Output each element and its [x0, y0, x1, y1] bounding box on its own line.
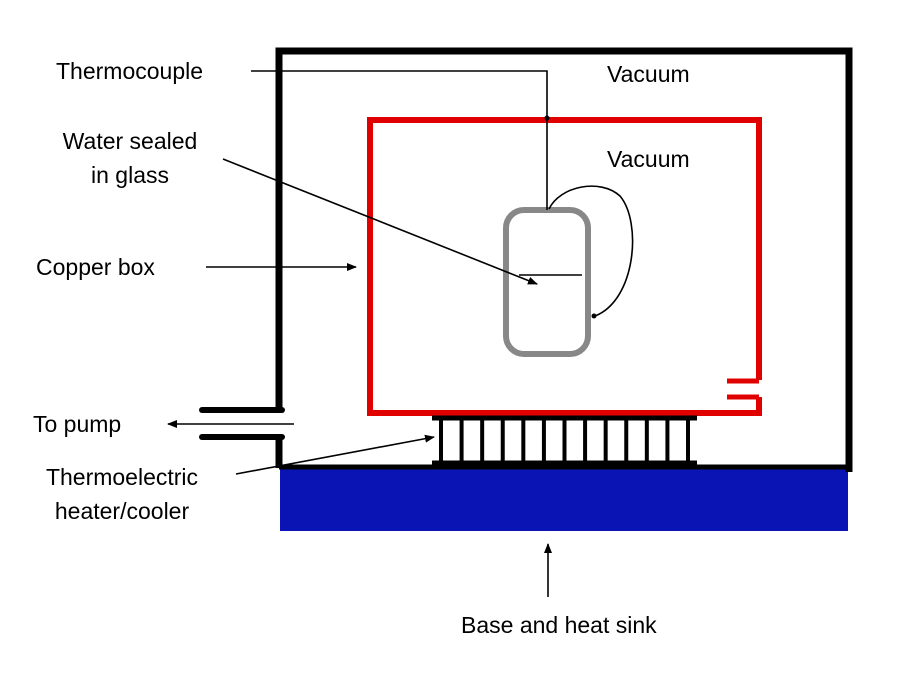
thermocouple-wire: [251, 70, 548, 210]
thermocouple-loop: [548, 185, 634, 317]
copper-box-label: Copper box: [36, 254, 155, 280]
thermoelectric-element: [432, 415, 697, 466]
water-sealed-arrow: [222, 158, 538, 285]
thermocouple-label: Thermocouple: [56, 58, 204, 84]
water-sealed-label: Water sealed in glass: [40, 124, 220, 192]
glass-vial: [503, 207, 591, 357]
thermocouple-junction: [544, 115, 550, 121]
base-heat-sink-label: Base and heat sink: [461, 612, 657, 638]
water-sealed-label-line1: Water sealed: [62, 128, 198, 154]
vacuum-outer-label: Vacuum: [607, 61, 690, 87]
thermoelectric-label-line2: heater/cooler: [54, 498, 190, 524]
to-pump-label: To pump: [33, 411, 122, 437]
thermocouple-loop-end: [591, 313, 597, 319]
thermoelectric-label-line1: Thermoelectric: [45, 464, 199, 490]
water-sealed-label-line2: in glass: [91, 162, 169, 188]
thermoelectric-arrow: [235, 434, 435, 475]
thermoelectric-label: Thermoelectric heater/cooler: [22, 460, 222, 528]
outer-chamber: [275, 47, 853, 472]
copper-box: [367, 117, 762, 416]
base-heat-sink: [280, 469, 848, 531]
vacuum-inner-label: Vacuum: [607, 146, 690, 172]
